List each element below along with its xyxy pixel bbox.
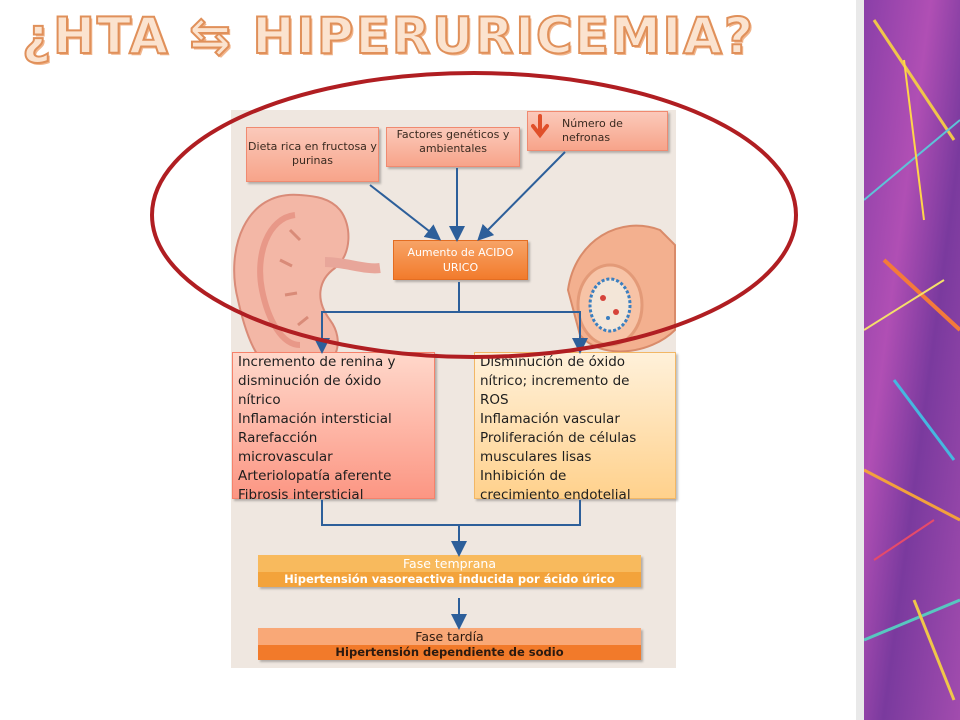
uric-acid-box: Aumento de ACIDO URICO <box>393 240 528 280</box>
nephron-number-box: Número de nefronas <box>527 111 668 151</box>
nephron-number-label: Número de nefronas <box>562 117 623 144</box>
kidney-illustration <box>233 193 381 377</box>
vascular-mechanism-item: crecimiento endotelial <box>480 487 631 503</box>
vascular-mechanism-item: Disminución de óxido <box>480 354 626 370</box>
side-divider <box>856 0 864 720</box>
vascular-mechanism-item: ROS <box>480 392 509 408</box>
late-phase-description: Hipertensión dependiente de sodio <box>258 645 641 660</box>
artery-illustration <box>566 224 676 353</box>
renal-mechanism-item: microvascular <box>238 449 333 465</box>
renal-mechanism-item: Inflamación intersticial <box>238 411 392 427</box>
early-phase-heading: Fase temprana <box>258 555 641 572</box>
renal-mechanism-item: Incremento de renina y <box>238 354 396 370</box>
early-phase-description: Hipertensión vasoreactiva inducida por á… <box>258 572 641 587</box>
late-phase-heading: Fase tardía <box>258 628 641 645</box>
vascular-mechanism-item: musculares lisas <box>480 449 592 465</box>
genetic-factors-box: Factores genéticos y ambientales <box>386 127 520 167</box>
renal-mechanism-item: nítrico <box>238 392 281 408</box>
genetic-factors-label: Factores genéticos y ambientales <box>396 128 510 155</box>
slide-title: ¿HTA ⇆ HIPERURICEMIA? <box>21 6 755 66</box>
renal-mechanism-item: Fibrosis intersticial <box>238 487 364 503</box>
uric-acid-label: Aumento de ACIDO URICO <box>407 246 514 274</box>
vascular-mechanism-item: nítrico; incremento de <box>480 373 630 389</box>
vascular-mechanism-item: Inhibición de <box>480 468 567 484</box>
diet-box-label: Dieta rica en fructosa y purinas <box>248 140 377 167</box>
vascular-mechanism-item: Proliferación de células <box>480 430 637 446</box>
renal-mechanisms-box: Incremento de renina y disminución de óx… <box>232 352 435 503</box>
renal-mechanism-item: disminución de óxido <box>238 373 382 389</box>
renal-mechanism-item: Arteriolopatía aferente <box>238 468 392 484</box>
vascular-mechanisms-box: Disminución de óxido nítrico; incremento… <box>474 352 676 503</box>
early-phase-box: Fase temprana Hipertensión vasoreactiva … <box>258 555 641 587</box>
diet-box: Dieta rica en fructosa y purinas <box>246 127 379 182</box>
late-phase-box: Fase tardía Hipertensión dependiente de … <box>258 628 641 660</box>
renal-mechanism-item: Rarefacción <box>238 430 318 446</box>
crystal-micrograph-image <box>864 0 960 720</box>
vascular-mechanism-item: Inflamación vascular <box>480 411 620 427</box>
